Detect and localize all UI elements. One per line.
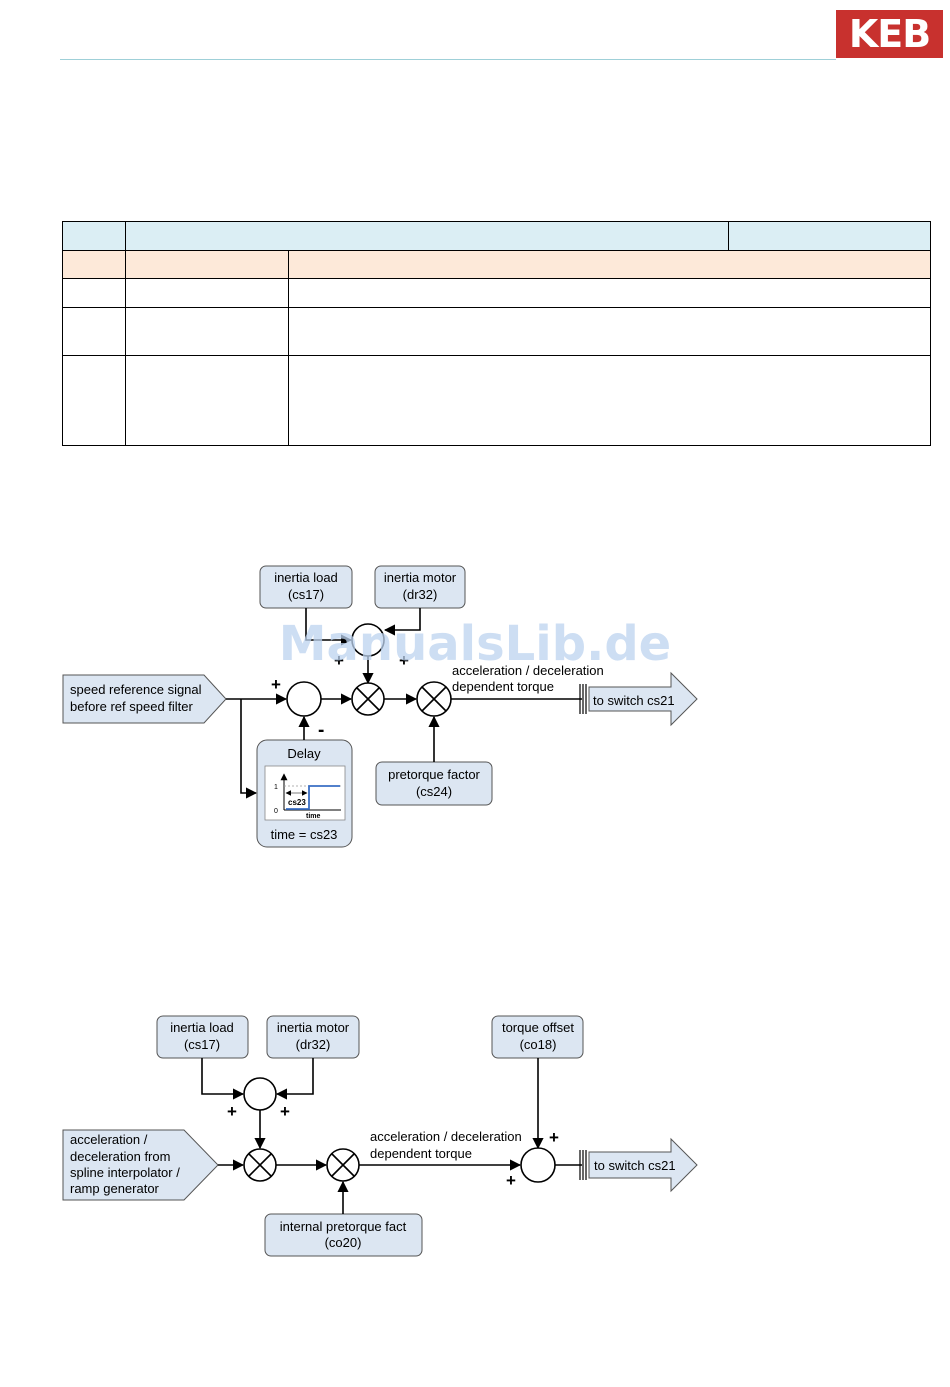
inertia-load-block: inertia load (cs17) — [259, 565, 353, 609]
inertia-load-param: (cs17) — [288, 587, 324, 602]
multiplier-node — [326, 1148, 360, 1182]
torque-label-line1: acceleration / deceleration — [452, 663, 604, 678]
input-label-line1: speed reference signal — [70, 682, 202, 697]
input-label-line2: deceleration from — [70, 1149, 170, 1164]
pretorque-label: internal pretorque fact — [280, 1219, 407, 1234]
delay-step-trace — [286, 785, 340, 810]
connector — [240, 699, 258, 799]
delay-plot-y0: 0 — [274, 808, 278, 815]
diagram-2: inertia load (cs17) inertia motor (dr32)… — [62, 1015, 698, 1257]
torque-label-line2: dependent torque — [370, 1146, 472, 1161]
table-cell — [288, 355, 931, 446]
pretorque-label: pretorque factor — [388, 767, 480, 782]
inertia-motor-param: (dr32) — [296, 1037, 331, 1052]
torque-offset-block: torque offset (co18) — [491, 1015, 584, 1059]
inertia-load-label: inertia load — [170, 1020, 234, 1035]
speed-reference-input-block: speed reference signal before ref speed … — [62, 674, 227, 724]
connector — [201, 1058, 245, 1100]
plus-sign: + — [506, 1171, 516, 1190]
plus-sign: + — [227, 1102, 237, 1121]
torque-label-line2: dependent torque — [452, 679, 554, 694]
table-cell — [62, 250, 126, 279]
output-label: to switch cs21 — [594, 1158, 676, 1173]
plus-sign: + — [399, 651, 409, 670]
table-cell — [62, 278, 126, 308]
watermark-text: ManualsLib.de — [279, 616, 671, 672]
plus-sign: + — [334, 651, 344, 670]
minus-sign: - — [318, 720, 324, 741]
delay-title: Delay — [287, 746, 321, 761]
offset-summing-node — [520, 1147, 556, 1183]
table-row — [62, 355, 931, 446]
inertia-motor-param: (dr32) — [403, 587, 438, 602]
multiplier-node — [351, 682, 385, 716]
inertia-motor-block: inertia motor (dr32) — [266, 1015, 360, 1059]
table-cell — [288, 307, 931, 356]
pretorque-block: internal pretorque fact (co20) — [264, 1213, 423, 1257]
ramp-generator-input-block: acceleration / deceleration from spline … — [62, 1129, 219, 1201]
inertia-motor-block: inertia motor (dr32) — [374, 565, 466, 609]
inertia-summing-node — [243, 1077, 277, 1111]
inertia-load-block: inertia load (cs17) — [156, 1015, 249, 1059]
pretorque-param: (cs24) — [416, 784, 452, 799]
delay-caption: time = cs23 — [271, 827, 338, 842]
inertia-motor-label: inertia motor — [277, 1020, 350, 1035]
inertia-load-label: inertia load — [274, 570, 338, 585]
diagram-1: speed reference signal before ref speed … — [62, 565, 698, 848]
header-rule — [60, 59, 836, 60]
delay-block: Delay 1 0 cs23 time time = cs23 — [256, 739, 353, 848]
inertia-motor-label: inertia motor — [384, 570, 457, 585]
table-cell — [728, 221, 931, 251]
table-cell — [125, 250, 289, 279]
parameter-table — [62, 221, 931, 446]
plus-sign: + — [280, 1102, 290, 1121]
plus-sign: + — [271, 675, 281, 694]
output-arrow-cs21: to switch cs21 — [579, 671, 698, 727]
input-label-line3: spline interpolator / — [70, 1165, 180, 1180]
output-arrow-cs21: to switch cs21 — [579, 1137, 698, 1193]
torque-label-line1: acceleration / deceleration — [370, 1129, 522, 1144]
inertia-load-param: (cs17) — [184, 1037, 220, 1052]
torque-offset-label: torque offset — [502, 1020, 574, 1035]
input-label-line4: ramp generator — [70, 1181, 160, 1196]
pretorque-param: (co20) — [325, 1235, 362, 1250]
delay-plot-y1: 1 — [274, 784, 278, 791]
input-label-line2: before ref speed filter — [70, 699, 194, 714]
difference-node — [286, 681, 322, 717]
delay-plot-xlabel: time — [306, 813, 321, 820]
multiplier-node — [416, 681, 452, 717]
keb-logo: KEB — [836, 10, 943, 58]
output-label: to switch cs21 — [593, 693, 675, 708]
torque-offset-param: (co18) — [520, 1037, 557, 1052]
logo-text: KEB — [848, 12, 931, 56]
multiplier-node — [243, 1148, 277, 1182]
connector — [275, 1058, 314, 1100]
pretorque-factor-block: pretorque factor (cs24) — [375, 761, 493, 806]
delay-plot-param: cs23 — [288, 798, 306, 807]
connector — [305, 608, 353, 646]
plus-sign: + — [549, 1128, 559, 1147]
table-cell — [125, 355, 289, 446]
connector — [383, 608, 421, 636]
input-label-line1: acceleration / — [70, 1132, 148, 1147]
table-row — [62, 307, 931, 356]
